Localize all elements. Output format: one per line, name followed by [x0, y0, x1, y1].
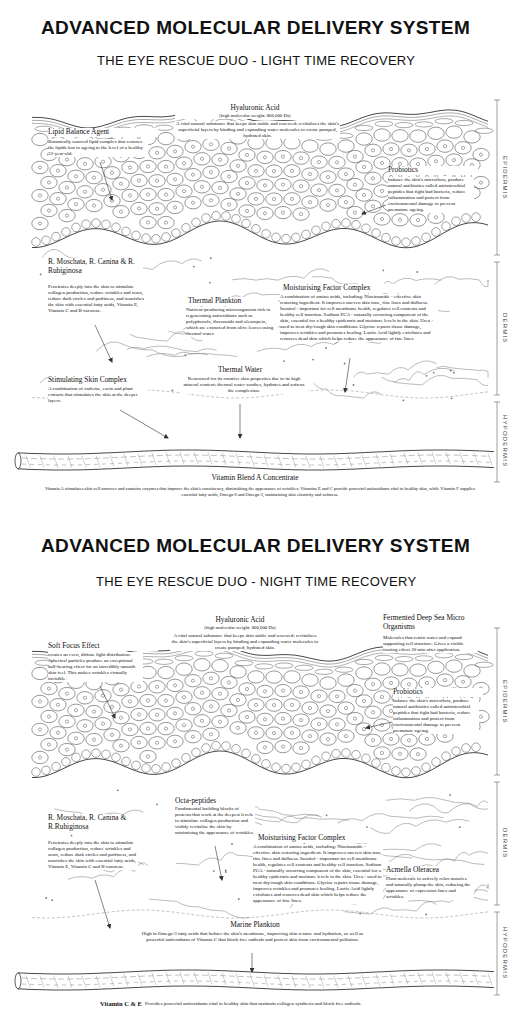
ingredient-heading: Hyaluronic Acid [160, 616, 320, 625]
ingredient-description: A vital natural substance that keeps ski… [175, 121, 340, 139]
ingredient-heading: Acmella Oleracea [386, 866, 481, 875]
skin-layer-label: EPIDERMIS [502, 156, 508, 200]
skin-layer-label: HYPODERMIS [502, 927, 508, 979]
ingredient-heading: Vitamin Blend A Concentrate [175, 474, 335, 483]
ingredient-description: balance the skin's microflora, produce n… [388, 177, 474, 213]
ingredient-description: A vital natural substance that keeps ski… [170, 633, 320, 651]
ingredient-description: Penetrates deeply into the skin to stimu… [48, 840, 138, 870]
ingredient-heading: Hyaluronic Acid [175, 104, 335, 113]
ingredient-heading: Probiotics [388, 166, 478, 175]
ingredient-heading: Stimulating Skin Complex [48, 376, 158, 385]
footnote: Vitamin A stimulates skin cell turnover … [40, 486, 480, 497]
molecular-weight-note: (high molecular weight: 800,000 Da) [175, 113, 335, 119]
ingredient-description: Molecules that retain water and expand s… [383, 635, 478, 653]
ingredient-heading: Vitamin C & E [100, 1000, 142, 1008]
ingredient-heading: Thermal Plankton [188, 297, 278, 306]
ingredient-heading: Octa-peptides [175, 797, 265, 806]
ingredient-heading: Thermal Water [190, 366, 290, 375]
ingredient-heading: Fermented Deep Sea Micro Organisms [383, 614, 483, 631]
skin-layer-label: DERMIS [502, 828, 508, 859]
panel-subtitle: THE EYE RESCUE DUO - LIGHT TIME RECOVERY [97, 53, 415, 69]
layer-bracket [494, 100, 500, 995]
molecular-weight-note: (high molecular weight: 800,000 Da) [160, 625, 320, 631]
ingredient-heading: Probiotics [393, 688, 483, 697]
ingredient-description: Renowned for its curative skin propertie… [180, 376, 308, 394]
ingredient-heading: Moisturising Factor Complex [283, 284, 433, 293]
ingredient-description: Nutrient-producing microorganism rich in… [186, 307, 278, 337]
ingredient-description: Penetrates deeply into the skin to stimu… [48, 284, 146, 314]
ingredient-heading: Moisturising Factor Complex [258, 834, 388, 843]
skin-layer-label: HYPODERMIS [502, 415, 508, 467]
diagram-title: ADVANCED MOLECULAR DELIVERY SYSTEM [41, 17, 470, 40]
skin-layers [15, 108, 494, 990]
skin-layer-label: DERMIS [502, 313, 508, 344]
ingredient-description: A combination of amino acids, including:… [280, 294, 438, 342]
ingredient-description: Provides powerful antioxidants vital to … [145, 1001, 485, 1007]
ingredient-heading: R. Moschata, R. Canina & R.Rubiginosa [48, 814, 143, 831]
ingredient-description: High in Omega-3 fatty acids that bolster… [140, 931, 365, 943]
ingredient-heading: Lipid Balance Agent [48, 128, 158, 137]
ingredient-description: A combination of caffeine, escin and pla… [48, 386, 148, 404]
ingredient-description: balance the skin's microflora, produce n… [393, 698, 479, 734]
ingredient-heading: Soft Focus Effect [48, 642, 158, 651]
ingredient-description: Botanically sourced lipid complex that r… [48, 139, 148, 157]
diagram-title: ADVANCED MOLECULAR DELIVERY SYSTEM [41, 535, 470, 558]
ingredient-description: A combination of amino acids, including:… [253, 844, 383, 904]
panel-subtitle: THE EYE RESCUE DUO - NIGHT TIME RECOVERY [96, 574, 416, 590]
ingredient-heading: R. Moschata, R. Canina & R. Rubiginosa [48, 258, 143, 275]
ingredient-heading: Marine Plankton [185, 921, 325, 930]
ingredient-description: creates an even, diffuse light distribut… [48, 652, 143, 682]
skin-layer-label: EPIDERMIS [502, 680, 508, 724]
ingredient-description: Plant molecule to actively relax muscles… [386, 876, 474, 900]
ingredient-description: Fundamental building blocks of proteins … [175, 806, 255, 836]
